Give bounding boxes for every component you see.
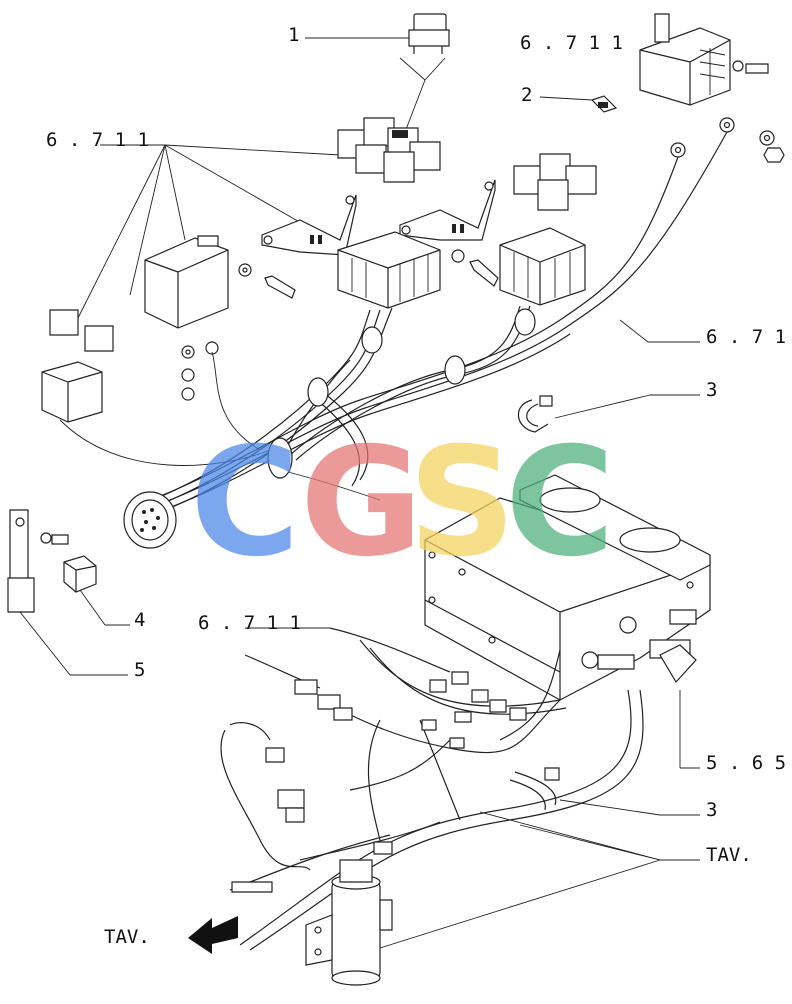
callout-5: 5 [134,659,146,681]
heater-unit [425,475,710,700]
washers-screws [182,250,498,400]
connector-block-top-right [640,14,784,162]
flasher-unit [145,236,295,328]
relay-4 [64,556,96,592]
relay-brackets [262,180,495,255]
callout-2: 2 [521,84,533,106]
forward-arrow [188,916,238,954]
leader-lines [20,30,700,948]
fuse-box-left [338,232,440,308]
relay-cluster-right [514,154,596,210]
callout-3-top: 3 [706,379,718,401]
watermark-letter-c1: C [190,416,301,590]
relay-cluster-top [338,118,440,182]
callout-6711-mid: 6 . 7 1 1 [198,612,301,634]
small-relays-left [42,310,113,422]
watermark-letter-g: G [300,416,424,590]
lower-connectors [232,672,526,892]
callout-671-right: 6 . 7 1 [706,326,787,348]
harness-clamps [268,309,535,478]
cable-tie-3-top [518,396,552,432]
callout-1: 1 [288,24,300,46]
cable-tie-3-bottom [510,768,559,810]
watermark-letter-s: S [408,416,517,590]
round-connector [124,492,176,548]
fuse-2 [592,96,616,112]
watermark-letter-c2: C [505,416,616,590]
ring-terminals [206,118,734,354]
callout-tav-left: TAV. [104,926,150,948]
fuse-box-right [500,228,585,305]
receiver-dryer [306,860,392,985]
callout-tav-right: TAV. [706,844,752,866]
callout-565: 5 . 6 5 [706,752,787,774]
relay-1 [409,14,449,54]
callout-6711-top-left: 6 . 7 1 1 [46,129,149,151]
bracket-5 [8,510,68,612]
callout-4: 4 [134,609,146,631]
callout-3-bottom: 3 [706,799,718,821]
callout-6711-top-right: 6 . 7 1 1 [520,32,623,54]
